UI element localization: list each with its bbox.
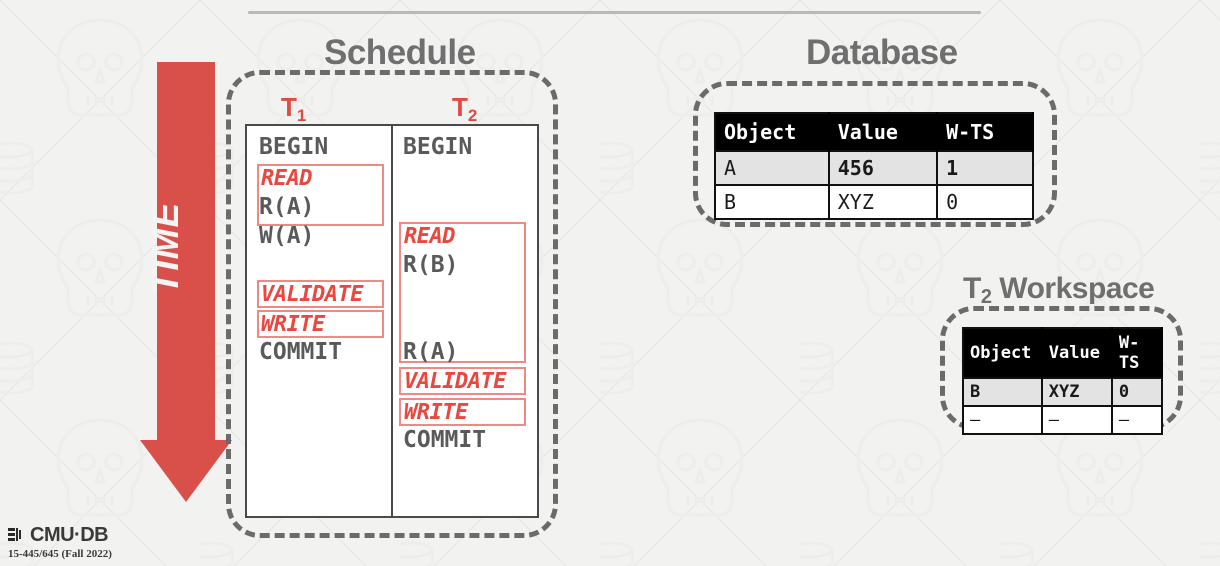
t1-write-phase-box — [257, 310, 384, 338]
database-col-wts: W-TS — [937, 113, 1034, 151]
table-row: B XYZ 0 — [714, 184, 1034, 220]
cmudb-brand-text: CMU·DB — [30, 524, 109, 546]
t2-step-write: WRITE — [404, 400, 468, 425]
workspace-title: T2 Workspace — [963, 272, 1155, 308]
database-cell-a-wts: 1 — [936, 150, 1034, 186]
txn-header-t1-label: T — [281, 92, 297, 122]
time-arrow-label: TIME — [145, 201, 186, 295]
database-header-row: Object Value W-TS — [715, 113, 1034, 151]
workspace-cell-empty-wts: – — [1110, 405, 1164, 435]
t2-step-commit: COMMIT — [403, 427, 487, 453]
header-divider-rule — [248, 11, 981, 14]
t2-step-r-b: R(B) — [403, 252, 459, 278]
t1-read-phase-box — [257, 164, 384, 226]
database-col-object: Object — [715, 113, 830, 151]
txn-header-t2-sub: 2 — [467, 106, 478, 125]
t2-read-phase-box — [399, 222, 526, 363]
workspace-col-value: Value — [1041, 328, 1113, 378]
txn-header-t2-label: T — [452, 92, 468, 122]
table-row: A 456 1 — [714, 150, 1034, 186]
txn-header-t1: T1 — [281, 92, 307, 125]
t1-step-write: WRITE — [261, 312, 325, 337]
t2-step-r-a: R(A) — [403, 339, 459, 365]
database-cell-b-wts: 0 — [936, 184, 1034, 220]
workspace-cell-b-value: XYZ — [1040, 377, 1113, 407]
t1-step-r-a: R(A) — [259, 194, 315, 220]
txn-header-t1-sub: 1 — [296, 106, 307, 125]
t2-step-validate: VALIDATE — [404, 369, 506, 394]
t2-write-phase-box — [399, 398, 526, 426]
workspace-table: Object Value W-TS B XYZ 0 – – – — [962, 327, 1164, 435]
t2-step-read: READ — [404, 224, 455, 249]
database-container — [693, 81, 1057, 227]
schedule-container — [226, 70, 558, 538]
workspace-col-wts: W-TS — [1111, 328, 1164, 378]
time-arrow: TIME — [140, 62, 232, 502]
workspace-title-word: Workspace — [999, 272, 1155, 305]
database-cell-a-value: 456 — [827, 150, 939, 186]
database-col-value: Value — [828, 113, 939, 151]
workspace-header-row: Object Value W-TS — [963, 328, 1164, 378]
t2-step-begin: BEGIN — [403, 134, 473, 160]
workspace-cell-b-wts: 0 — [1110, 377, 1164, 407]
workspace-cell-b-object: B — [962, 377, 1043, 407]
time-arrow-shaft — [157, 62, 215, 442]
course-code: 15-445/645 (Fall 2022) — [8, 548, 112, 560]
database-cell-b-object: B — [714, 184, 830, 220]
t1-step-begin: BEGIN — [259, 134, 329, 160]
time-arrow-head — [140, 440, 232, 502]
footer-logo: CMU·DB 15-445/645 (Fall 2022) — [8, 524, 112, 560]
database-table: Object Value W-TS A 456 1 B XYZ 0 — [714, 112, 1034, 220]
t1-validate-phase-box — [257, 280, 384, 308]
workspace-title-sub: 2 — [980, 286, 992, 308]
workspace-title-prefix: T — [963, 272, 981, 305]
workspace-cell-empty-object: – — [962, 405, 1043, 435]
txn-header-t2: T2 — [452, 92, 478, 125]
t1-step-read: READ — [261, 166, 312, 191]
t1-step-commit: COMMIT — [259, 339, 343, 365]
t1-step-validate: VALIDATE — [261, 282, 363, 307]
table-row: – – – — [962, 405, 1164, 435]
schedule-column-divider — [391, 124, 393, 518]
database-title: Database — [806, 33, 958, 72]
cmudb-brand: CMU·DB — [8, 524, 112, 547]
database-cell-b-value: XYZ — [827, 184, 939, 220]
schedule-title: Schedule — [324, 33, 476, 72]
database-cell-a-object: A — [714, 150, 830, 186]
table-row: B XYZ 0 — [962, 377, 1164, 407]
database-logo-icon — [8, 528, 21, 541]
workspace-col-object: Object — [963, 328, 1043, 378]
t2-validate-phase-box — [399, 367, 526, 395]
t1-step-w-a: W(A) — [259, 223, 315, 249]
workspace-cell-empty-value: – — [1040, 405, 1113, 435]
